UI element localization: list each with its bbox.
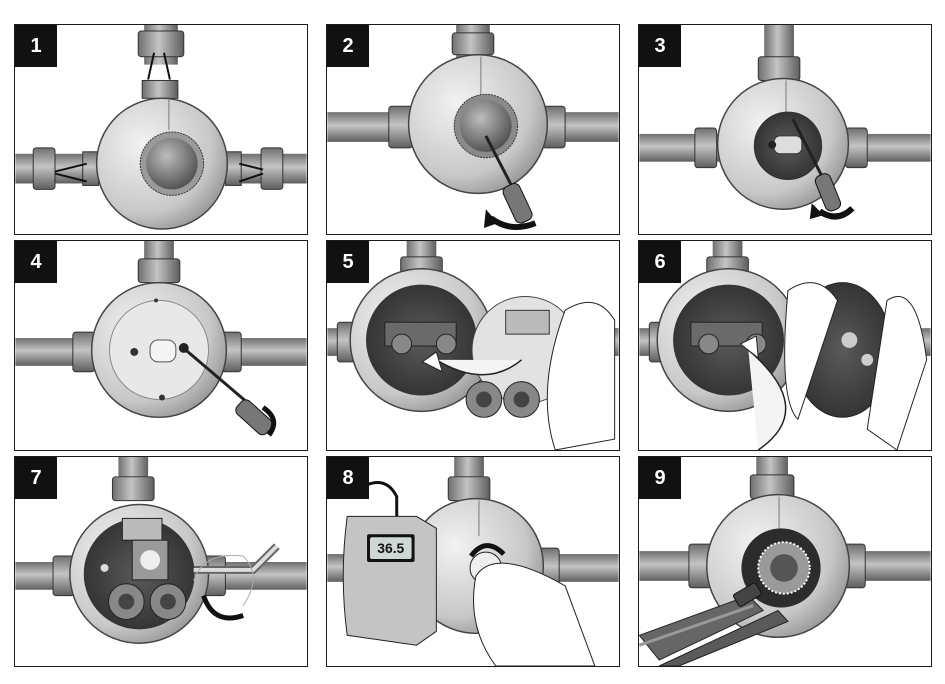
step-number-badge: 7 (15, 457, 57, 499)
step-9-illustration (639, 457, 931, 666)
step-1-illustration (15, 25, 307, 230)
step-3-illustration (639, 25, 931, 220)
step-2-illustration (327, 25, 619, 231)
step-number-badge: 4 (15, 241, 57, 283)
step-5-illustration (327, 241, 619, 450)
step-number-badge: 2 (327, 25, 369, 67)
step-number-badge: 3 (639, 25, 681, 67)
step-5-panel: 5 (326, 240, 620, 451)
step-8-illustration: 36.5 (327, 457, 619, 666)
step-3-panel: 3 (638, 24, 932, 235)
step-4-panel: 4 (14, 240, 308, 451)
step-8-panel: 8 36.5 (326, 456, 620, 667)
step-9-panel: 9 (638, 456, 932, 667)
step-number-badge: 8 (327, 457, 369, 499)
step-6-illustration (639, 241, 931, 450)
step-4-illustration (15, 241, 307, 437)
step-number-badge: 6 (639, 241, 681, 283)
step-1-panel: 1 (14, 24, 308, 235)
thermometer-reading: 36.5 (377, 540, 404, 556)
step-7-illustration (15, 457, 307, 644)
step-number-badge: 1 (15, 25, 57, 67)
step-7-panel: 7 (14, 456, 308, 667)
step-2-panel: 2 (326, 24, 620, 235)
step-number-badge: 5 (327, 241, 369, 283)
step-6-panel: 6 (638, 240, 932, 451)
step-number-badge: 9 (639, 457, 681, 499)
